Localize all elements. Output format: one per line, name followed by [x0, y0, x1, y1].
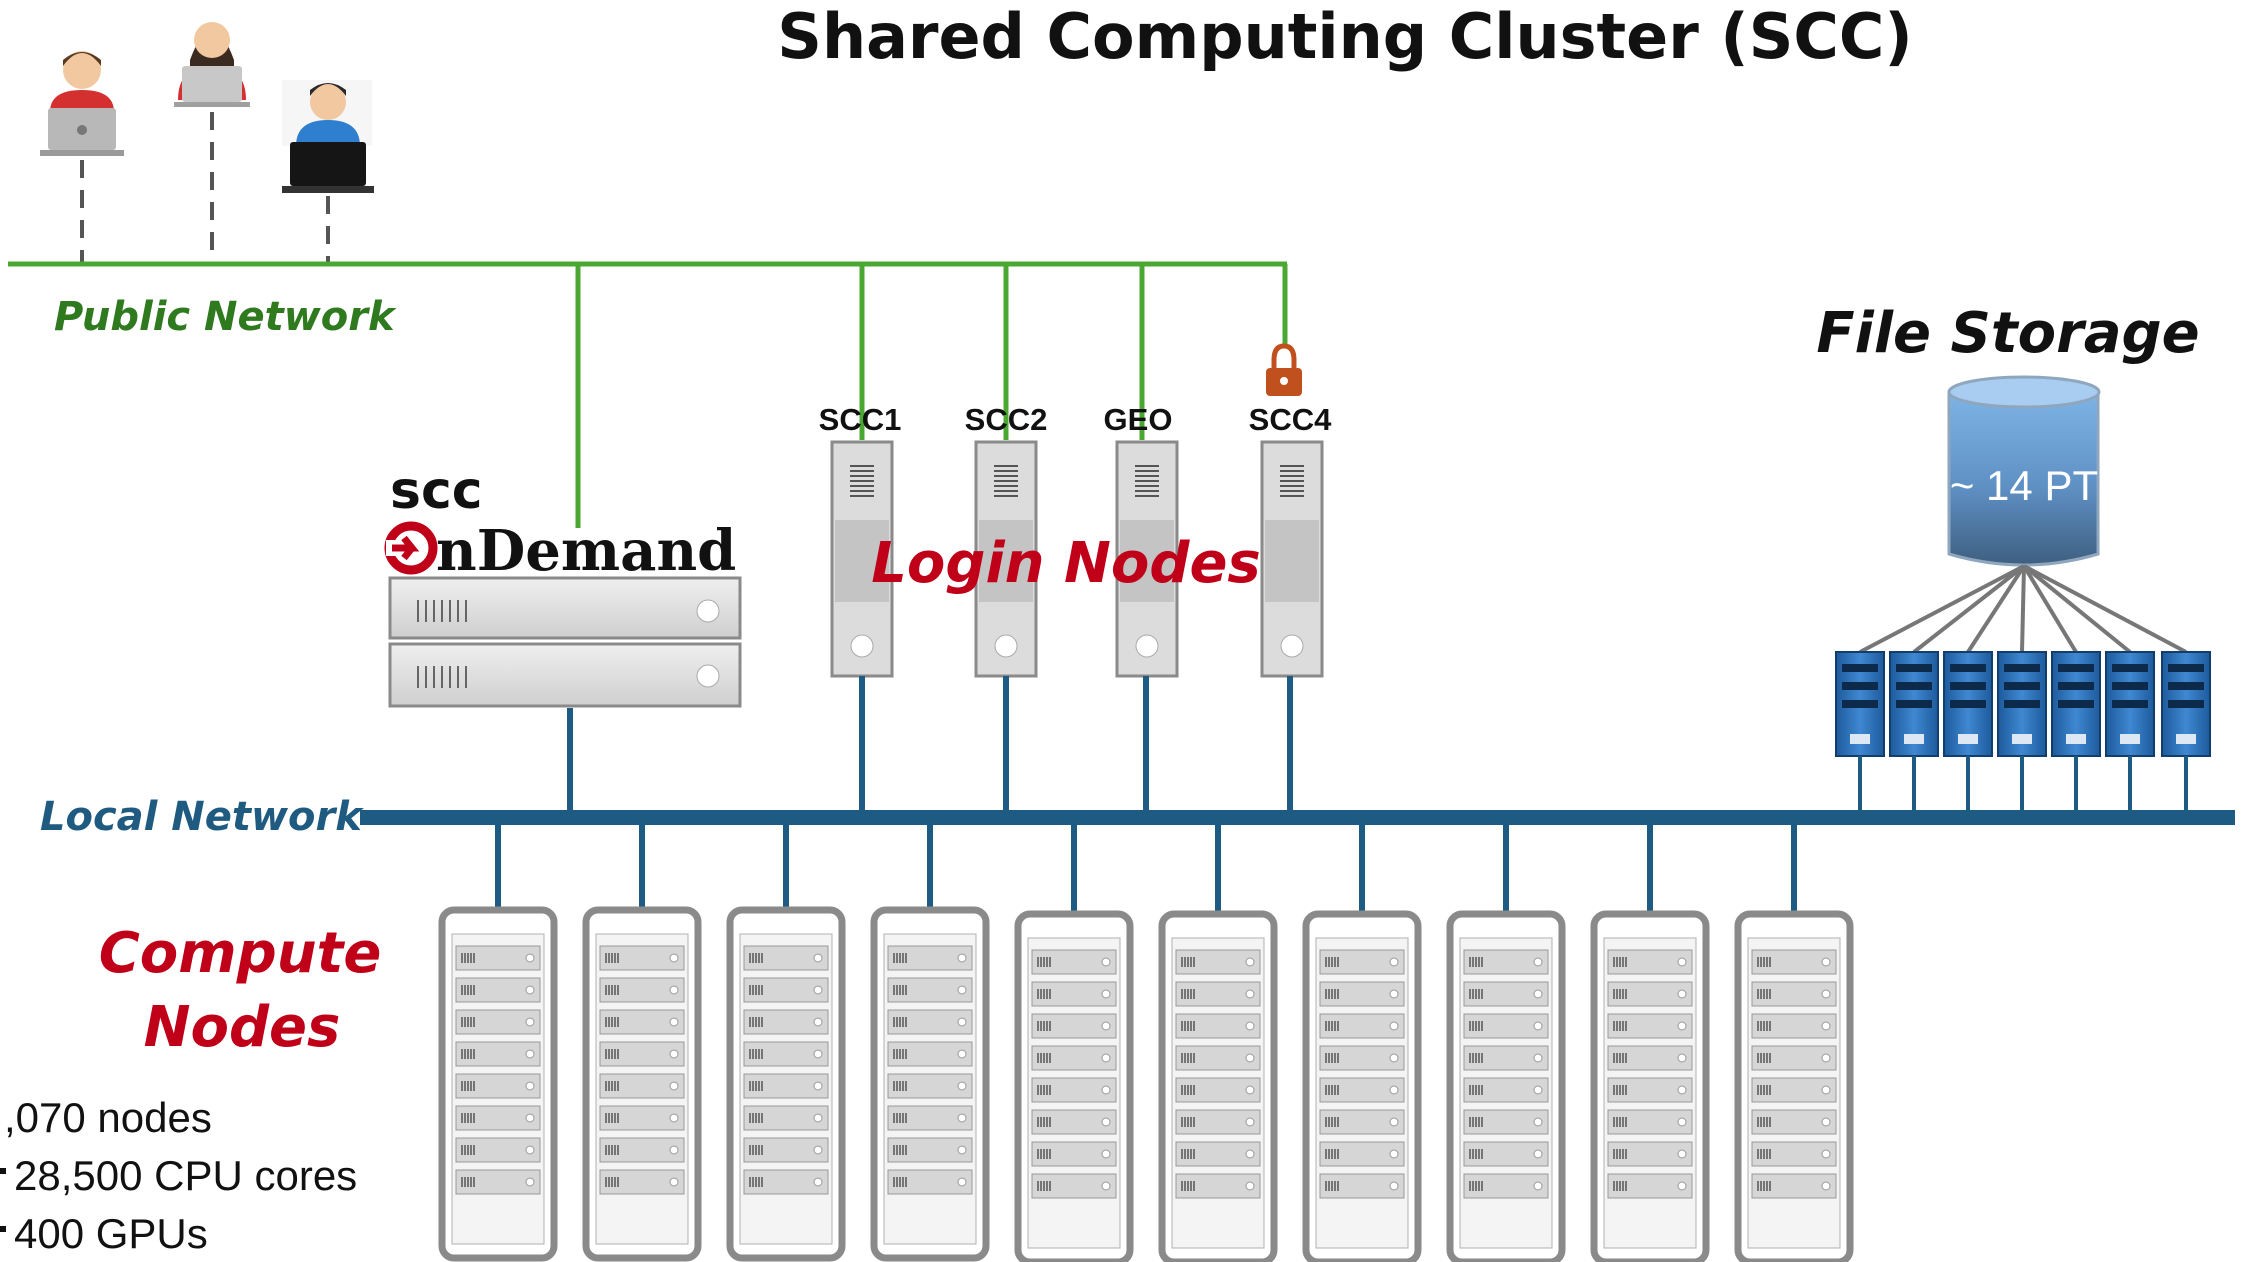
user-icon — [50, 51, 114, 112]
rack-icon — [582, 822, 702, 1262]
ondemand-server — [388, 576, 742, 708]
local-network-lines — [567, 676, 1293, 818]
rack-icon — [438, 822, 558, 1262]
rack-icon — [870, 822, 990, 1262]
login-node-scc4: SCC4 — [1249, 402, 1332, 437]
lock-icon — [1266, 343, 1302, 396]
login-node-label: SCC2 — [965, 402, 1048, 437]
storage-fanout-lines — [1859, 564, 2187, 654]
rack-icon — [726, 822, 846, 1262]
local-network-label: Local Network — [40, 794, 364, 840]
power-icon — [384, 521, 438, 575]
login-node-geo: GEO — [1104, 402, 1173, 437]
stat-cpu-cores: 28,500 CPU cores — [14, 1152, 357, 1199]
user-2 — [174, 22, 250, 107]
ondemand-logo: scc nDemand — [384, 461, 736, 584]
login-node-label: SCC1 — [819, 402, 902, 437]
public-network-label: Public Network — [54, 294, 397, 340]
diagram-title: Shared Computing Cluster (SCC) — [777, 0, 1912, 73]
database-icon — [1947, 375, 2101, 567]
ondemand-brand-bottom: nDemand — [436, 518, 736, 584]
storage-capacity: ~ 14 PT — [1950, 462, 2098, 509]
user-1 — [40, 51, 124, 156]
server-icon — [1260, 440, 1324, 678]
laptop-icon — [174, 66, 250, 107]
storage-servers — [1835, 651, 2211, 812]
compute-nodes-label-line2: Nodes — [144, 995, 341, 1060]
rack-icon — [1943, 651, 1993, 812]
user-3 — [282, 80, 374, 193]
user-connections — [80, 112, 330, 262]
rack-icon — [2105, 651, 2155, 812]
login-node-label: GEO — [1104, 402, 1173, 437]
rack-icon — [1997, 651, 2047, 812]
rack-icon — [1446, 822, 1566, 1262]
local-network-bus — [360, 810, 2235, 825]
stat-gpus: 400 GPUs — [14, 1210, 208, 1257]
public-network-lines — [8, 261, 1288, 528]
login-node-scc2: SCC2 — [965, 402, 1048, 437]
rack-icon — [1590, 822, 1710, 1262]
rack-icon — [2161, 651, 2211, 812]
rack-icon — [1734, 822, 1854, 1262]
login-node-scc1: SCC1 — [819, 402, 902, 437]
file-storage-label: File Storage — [1816, 301, 2199, 366]
rack-icon — [1302, 822, 1422, 1262]
rack-icon — [1889, 651, 1939, 812]
rack-icon — [2051, 651, 2101, 812]
rack-icon — [1158, 822, 1278, 1262]
rack-icon — [1835, 651, 1885, 812]
stat-bullets — [0, 1168, 6, 1232]
server-icon — [388, 576, 742, 708]
laptop-icon — [282, 142, 374, 193]
user-icon — [296, 83, 360, 146]
stat-nodes: ,070 nodes — [4, 1094, 212, 1141]
login-nodes-label: Login Nodes — [871, 531, 1261, 596]
ondemand-brand-top: scc — [390, 461, 483, 521]
login-node-label: SCC4 — [1249, 402, 1332, 437]
laptop-icon — [40, 108, 124, 156]
rack-icon — [1014, 822, 1134, 1262]
compute-nodes-label-line1: Compute — [99, 921, 382, 986]
compute-racks — [438, 822, 1854, 1262]
server-icon — [830, 440, 894, 678]
